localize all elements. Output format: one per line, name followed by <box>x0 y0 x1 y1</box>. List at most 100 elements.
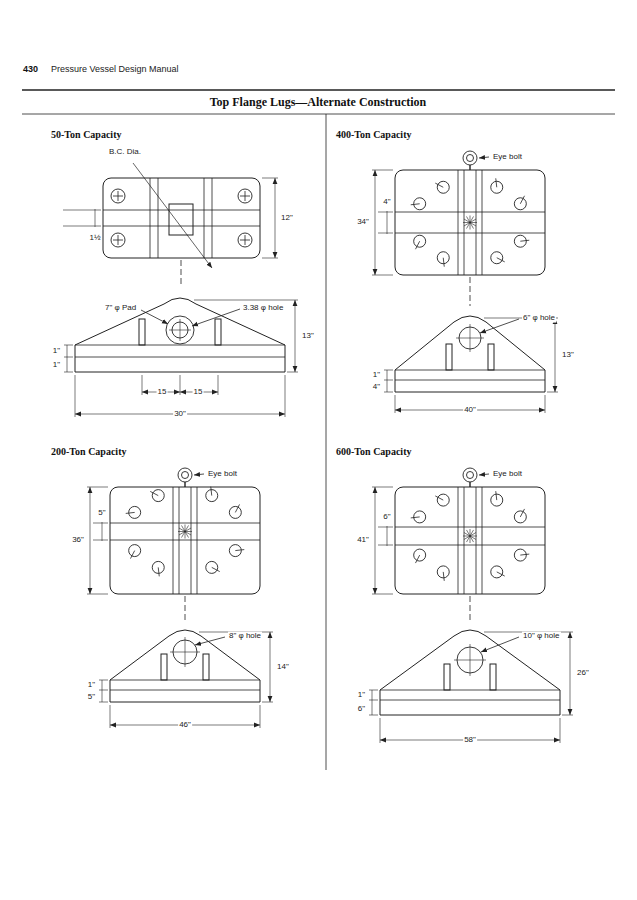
running-head: Pressure Vessel Design Manual <box>50 65 180 75</box>
dimension-line <box>67 345 68 372</box>
extension-line <box>194 300 298 301</box>
leader-line <box>479 157 489 158</box>
eye-bolt-stem <box>469 165 470 170</box>
hole-slash <box>520 554 529 556</box>
section-heading: 600-Ton Capacity <box>335 446 412 457</box>
dimension-line <box>387 211 388 234</box>
flange-plan-outline <box>395 170 545 275</box>
lug-plate-line <box>482 487 483 594</box>
extension-line <box>384 392 393 393</box>
dimension-label: 58" <box>463 736 477 745</box>
dimension-label: 30" <box>173 410 187 419</box>
extension-line <box>64 345 73 346</box>
hole-slash <box>443 258 445 267</box>
extension-line <box>262 702 273 703</box>
flange-plan-outline <box>395 487 545 594</box>
dimension-label: 15 <box>157 388 168 397</box>
hole-slash <box>443 572 445 581</box>
lug-elevation-outline <box>75 298 285 372</box>
dimension-label: 6" <box>357 705 366 714</box>
panel-divider <box>326 114 327 770</box>
eye-bolt <box>178 468 192 482</box>
dimension-label: 26" <box>576 669 590 678</box>
extension-line <box>378 212 393 213</box>
flange-line <box>395 380 545 381</box>
dimension-line <box>555 318 556 392</box>
hole-cross <box>118 235 119 245</box>
flange-plan-outline <box>110 487 260 594</box>
lug-plate-line <box>179 487 180 594</box>
dimension-label: 4" <box>372 383 381 392</box>
flange-band-line <box>395 212 545 213</box>
dimension-label: 1" <box>52 361 61 370</box>
dimension-line <box>375 487 376 594</box>
extension-line <box>384 380 393 381</box>
dimension-label: 46" <box>178 721 192 730</box>
lug-elevation-outline <box>395 316 545 392</box>
lug-plate-line <box>464 487 465 594</box>
diameter-leader <box>133 163 212 268</box>
gusset-plate <box>490 664 496 690</box>
dimension-line <box>90 487 91 594</box>
eye-bolt <box>467 155 474 162</box>
dimension-label: 1" <box>52 347 61 356</box>
extension-line <box>547 392 558 393</box>
hole-slash <box>130 551 134 559</box>
pad-circle <box>166 316 194 344</box>
extension-line <box>369 700 378 701</box>
center-line <box>185 596 186 620</box>
lug-elevation-outline <box>380 630 560 715</box>
leader-line <box>195 637 225 645</box>
lug-plate-line <box>476 487 477 594</box>
hole-cross <box>470 324 471 352</box>
extension-line <box>99 702 108 703</box>
extension-line <box>260 705 261 728</box>
dimension-label: 13" <box>301 332 315 341</box>
hole-slash <box>158 567 160 576</box>
hole-slash <box>520 240 529 242</box>
hole-slash <box>411 516 420 518</box>
flange-band-line <box>103 226 260 227</box>
flange-line <box>380 690 560 691</box>
extension-line <box>99 680 108 681</box>
extension-line <box>285 375 286 417</box>
hole-slash <box>415 555 419 563</box>
flange-band-line <box>395 545 545 546</box>
extension-line <box>262 178 278 179</box>
dimension-label: 36" <box>71 536 85 545</box>
extension-line <box>93 523 108 524</box>
dimension-line <box>387 370 388 392</box>
callout-label: Eye bolt <box>492 470 523 479</box>
dimension-label: 40" <box>463 406 477 415</box>
dimension-line <box>275 178 276 258</box>
callout-label: 3.38 φ hole <box>242 304 284 313</box>
gusset-plate <box>215 319 221 345</box>
extension-line <box>93 540 108 541</box>
dimension-label: 5" <box>97 509 106 518</box>
eye-bolt-stem <box>184 482 185 487</box>
center-mark <box>464 533 476 540</box>
gusset-plate <box>444 664 450 690</box>
hole-slash <box>411 203 420 205</box>
lug-plate-line <box>191 487 192 594</box>
center-line <box>181 260 182 286</box>
section-heading: 50-Ton Capacity <box>50 129 122 140</box>
dimension-label: 13" <box>561 351 575 360</box>
dimension-label: 4" <box>382 198 391 207</box>
header-rule <box>22 89 615 91</box>
dimension-label: 6" <box>382 513 391 522</box>
hole-cross <box>470 644 471 676</box>
leader-line <box>141 310 168 324</box>
dimension-label: 5" <box>87 693 96 702</box>
section-heading: 400-Ton Capacity <box>335 129 412 140</box>
hole-slash <box>495 178 497 187</box>
flange-line <box>110 690 260 691</box>
lug-plate-line <box>458 487 459 594</box>
lug-plate-line <box>150 178 151 258</box>
hole-symbol <box>111 189 125 203</box>
extension-line <box>64 357 73 358</box>
center-line <box>470 596 471 620</box>
dimension-line <box>387 526 388 546</box>
leader-line <box>479 474 489 475</box>
extension-line <box>75 375 76 417</box>
